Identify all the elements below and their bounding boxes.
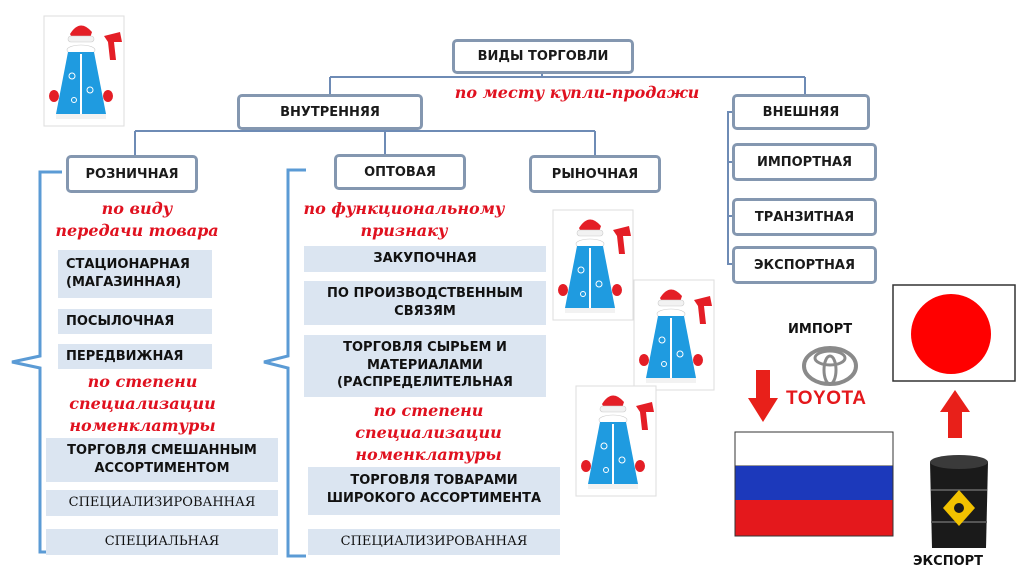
retail-mixed-line-1: ТОРГОВЛЯ СМЕШАННЫМ <box>67 443 257 458</box>
transit-label: ТРАНЗИТНАЯ <box>754 209 855 225</box>
wholesale-production-links: ПО ПРОИЗВОДСТВЕННЫМ СВЯЗЯМ <box>304 281 546 325</box>
retail-specialized: СПЕЦИАЛИЗИРОВАННАЯ <box>46 490 278 516</box>
russia-flag-icon <box>734 431 894 537</box>
wholesale-purchasing: ЗАКУПОЧНАЯ <box>304 246 546 272</box>
toyota-logo-icon <box>802 346 858 386</box>
import-caption: ИМПОРТ <box>788 322 853 337</box>
wholesale-wide-line-1: ТОРГОВЛЯ ТОВАРАМИ <box>350 473 518 488</box>
wholesale-criterion-2-line-2: специализации <box>355 423 502 442</box>
import-box: ИМПОРТНАЯ <box>732 143 877 181</box>
retail-criterion-2: по степени специализации номенклатуры <box>30 371 255 437</box>
retail-mail-label: ПОСЫЛОЧНАЯ <box>66 313 175 329</box>
market-box: РЫНОЧНАЯ <box>529 155 661 193</box>
external-box: ВНЕШНЯЯ <box>732 94 870 130</box>
wholesale-box: ОПТОВАЯ <box>334 154 466 190</box>
wholesale-criterion-2: по степени специализации номенклатуры <box>316 400 541 466</box>
retail-stationary-line-2: (МАГАЗИННАЯ) <box>66 274 182 290</box>
retail-mobile-label: ПЕРЕДВИЖНАЯ <box>66 348 184 364</box>
wholesale-raw-materials: ТОРГОВЛЯ СЫРЬЕМ И МАТЕРИАЛАМИ (РАСПРЕДЕЛ… <box>304 335 546 397</box>
wholesale-criterion-1-line-1: по функциональному <box>303 199 505 218</box>
retail-stationary-line-1: СТАЦИОНАРНАЯ <box>66 257 190 272</box>
arrow-down-icon <box>748 370 778 422</box>
wholesale-raw-line-2: МАТЕРИАЛАМИ <box>367 357 483 373</box>
retail-stationary: СТАЦИОНАРНАЯ (МАГАЗИННАЯ) <box>58 250 212 298</box>
retail-criterion-1-line-1: по виду <box>101 199 173 218</box>
oil-barrel-icon <box>922 448 996 552</box>
toyota-wordmark: TOYOTA <box>786 388 867 409</box>
wholesale-raw-line-1: ТОРГОВЛЯ СЫРЬЕМ И <box>343 340 507 355</box>
import-label: ИМПОРТНАЯ <box>756 154 853 170</box>
wholesale-criterion-2-line-1: по степени <box>373 401 484 420</box>
retail-mixed-line-2: АССОРТИМЕНТОМ <box>94 460 230 476</box>
retail-mail: ПОСЫЛОЧНАЯ <box>58 309 212 334</box>
wholesale-wide-line-2: ШИРОКОГО АССОРТИМЕНТА <box>326 490 542 506</box>
market-label: РЫНОЧНАЯ <box>551 166 639 182</box>
arrow-up-icon <box>940 390 970 438</box>
wholesale-production-line-2: СВЯЗЯМ <box>394 303 456 319</box>
export-caption: ЭКСПОРТ <box>913 554 984 569</box>
retail-box: РОЗНИЧНАЯ <box>66 155 198 193</box>
retail-specialized-label: СПЕЦИАЛИЗИРОВАННАЯ <box>68 495 256 511</box>
wholesale-criterion-1-line-2: признаку <box>360 221 448 240</box>
retail-criterion-2-line-3: номенклатуры <box>69 416 216 435</box>
root-label: ВИДЫ ТОРГОВЛИ <box>477 49 609 64</box>
export-box: ЭКСПОРТНАЯ <box>732 246 877 284</box>
export-type-label: ЭКСПОРТНАЯ <box>754 257 855 273</box>
wholesale-specialized: СПЕЦИАЛИЗИРОВАННАЯ <box>308 529 560 555</box>
retail-label: РОЗНИЧНАЯ <box>85 166 179 182</box>
wholesale-wide-assortment: ТОРГОВЛЯ ТОВАРАМИ ШИРОКОГО АССОРТИМЕНТА <box>308 467 560 515</box>
retail-mobile: ПЕРЕДВИЖНАЯ <box>58 344 212 369</box>
wholesale-criterion-1: по функциональному признаку <box>286 198 522 242</box>
wholesale-production-line-1: ПО ПРОИЗВОДСТВЕННЫМ <box>327 286 523 301</box>
retail-mixed: ТОРГОВЛЯ СМЕШАННЫМ АССОРТИМЕНТОМ <box>46 438 278 482</box>
root-box: ВИДЫ ТОРГОВЛИ <box>452 39 634 74</box>
internal-label: ВНУТРЕННЯЯ <box>280 104 380 120</box>
retail-criterion-1-line-2: передачи товара <box>55 221 219 240</box>
wholesale-specialized-label: СПЕЦИАЛИЗИРОВАННАЯ <box>340 534 528 550</box>
wholesale-criterion-2-line-3: номенклатуры <box>355 445 502 464</box>
wholesale-label: ОПТОВАЯ <box>364 164 436 180</box>
criterion-place: по месту купли-продажи <box>454 83 700 102</box>
transit-box: ТРАНЗИТНАЯ <box>732 198 877 236</box>
external-label: ВНЕШНЯЯ <box>762 104 840 120</box>
retail-special-label: СПЕЦИАЛЬНАЯ <box>104 534 220 550</box>
japan-flag-icon <box>892 284 1016 382</box>
retail-criterion-2-line-1: по степени <box>87 372 198 391</box>
wholesale-purchasing-label: ЗАКУПОЧНАЯ <box>373 251 477 267</box>
retail-criterion-2-line-2: специализации <box>69 394 216 413</box>
retail-special: СПЕЦИАЛЬНАЯ <box>46 529 278 555</box>
wholesale-raw-line-3: (РАСПРЕДЕЛИТЕЛЬНАЯ <box>337 375 513 391</box>
retail-criterion-1: по виду передачи товара <box>22 198 252 242</box>
internal-box: ВНУТРЕННЯЯ <box>237 94 423 130</box>
